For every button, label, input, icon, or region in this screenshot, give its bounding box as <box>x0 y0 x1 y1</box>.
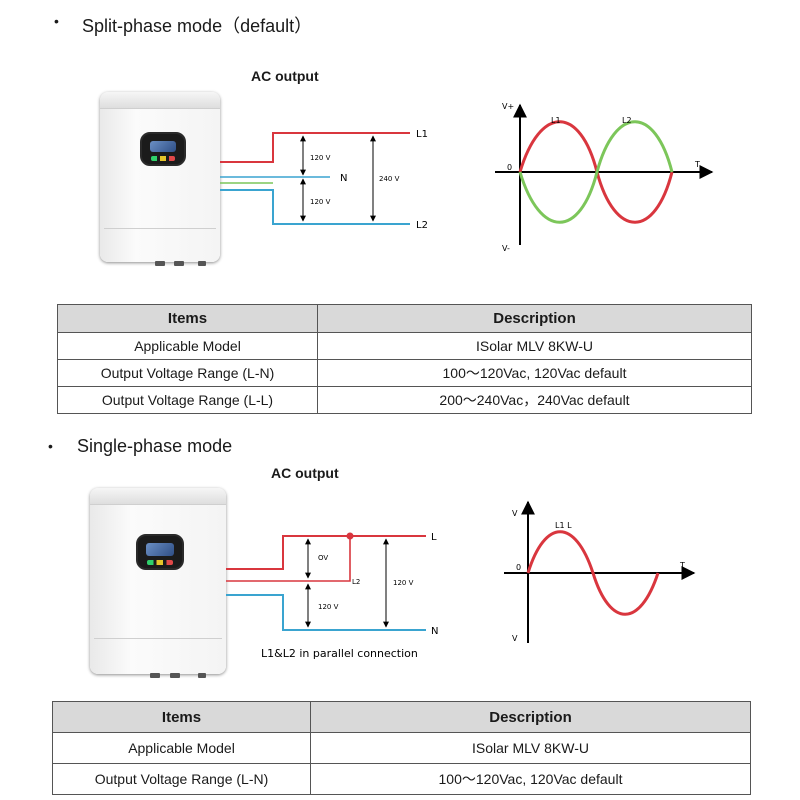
label-v: V <box>512 509 518 518</box>
label-120v-lower: 120 V <box>310 198 331 206</box>
wire-l <box>226 535 426 570</box>
ac-output-title-1: AC output <box>251 68 319 84</box>
inverter-image-1 <box>100 92 220 266</box>
section-heading-single-phase: Single-phase mode <box>77 436 233 456</box>
label-zero: 0 <box>516 563 521 572</box>
wave-l <box>526 530 660 616</box>
spec-table-single-phase: Items Description Applicable Model ISola… <box>52 701 751 795</box>
table-row: Applicable Model ISolar MLV 8KW-U <box>57 332 752 360</box>
ac-output-title-2: AC output <box>271 465 339 481</box>
wave-l2 <box>518 120 674 224</box>
inverter-image-2 <box>90 488 226 678</box>
wire-l2-jumper <box>226 536 351 582</box>
label-n: N <box>431 626 438 637</box>
spec-table-split-phase: Items Description Applicable Model ISola… <box>57 304 752 414</box>
parallel-note: L1&L2 in parallel connection <box>261 647 418 660</box>
waveform-split-phase: V+ V- 0 T L1 L2 <box>495 102 714 253</box>
section-heading-split-phase: Split-phase mode（default） <box>82 16 313 36</box>
label-t: T <box>694 160 700 169</box>
label-l: L <box>431 532 437 543</box>
wire-n <box>226 594 426 631</box>
junction-dot <box>346 532 354 540</box>
table-header-description: Description <box>317 304 752 333</box>
label-vminus: V- <box>502 244 510 253</box>
label-240v: 240 V <box>379 175 400 183</box>
label-wave-l: L1 L <box>555 521 572 530</box>
bullet-1: • <box>54 13 59 29</box>
label-120v-lower: 120 V <box>318 603 339 611</box>
bullet-2: • <box>48 438 53 454</box>
table-row: Applicable Model ISolar MLV 8KW-U <box>52 732 751 764</box>
waveform-single-phase: V V 0 T L1 L <box>504 500 696 643</box>
label-l1: L1 <box>416 129 428 140</box>
table-row: Output Voltage Range (L-L) 200～240Vac，24… <box>57 386 752 414</box>
table-header-items: Items <box>52 701 311 733</box>
label-n: N <box>340 173 347 184</box>
table-header-items: Items <box>57 304 318 333</box>
label-vplus: V+ <box>502 102 514 111</box>
label-l2: L2 <box>352 578 360 586</box>
label-zero: 0 <box>507 163 512 172</box>
label-120v-total: 120 V <box>393 579 414 587</box>
wiring-diagram-single-phase: L L2 N OV 120 V 120 V L1&L2 in parallel … <box>226 532 438 660</box>
label-wave-l1: L1 <box>551 116 561 125</box>
table-row: Output Voltage Range (L-N) 100～120Vac, 1… <box>52 763 751 795</box>
label-120v-upper: 120 V <box>310 154 331 162</box>
label-v-bottom: V <box>512 634 518 643</box>
label-l2: L2 <box>416 220 428 231</box>
label-wave-l2: L2 <box>622 116 632 125</box>
label-0v: OV <box>318 554 328 562</box>
wire-l1 <box>220 132 410 163</box>
wiring-diagram-split-phase: L1 N L2 120 V 120 V 240 V <box>220 129 428 231</box>
label-t: T <box>679 561 685 570</box>
table-row: Output Voltage Range (L-N) 100～120Vac, 1… <box>57 359 752 387</box>
table-header-description: Description <box>310 701 751 733</box>
wire-l2 <box>220 189 410 225</box>
